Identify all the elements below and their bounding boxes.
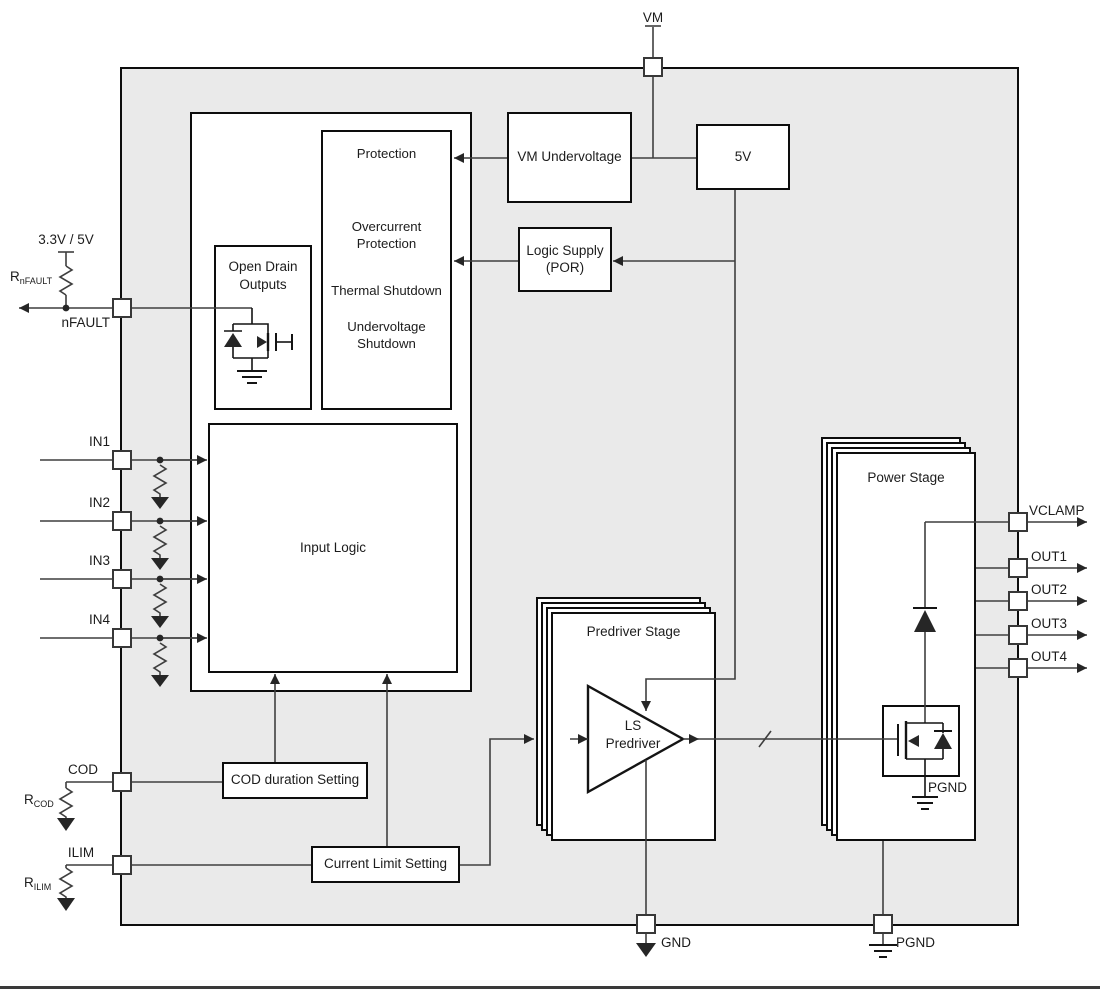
input-logic-block: Input Logic bbox=[208, 423, 458, 673]
in2-pin-label: IN2 bbox=[88, 495, 110, 510]
in4-pin-label: IN4 bbox=[88, 612, 110, 627]
logic-supply-block: Logic Supply (POR) bbox=[518, 227, 612, 292]
open-drain-outputs-block: Open Drain Outputs bbox=[214, 245, 312, 410]
protection-item-undervoltage: Undervoltage Shutdown bbox=[347, 319, 426, 352]
r-cod-resistor bbox=[58, 787, 74, 818]
out1-pin-label: OUT1 bbox=[1031, 549, 1068, 564]
pgnd-pin-label: PGND bbox=[896, 935, 936, 950]
out1-pin bbox=[1008, 558, 1028, 578]
nfault-pin-label: nFAULT bbox=[61, 315, 110, 330]
protection-block: Protection Overcurrent Protection Therma… bbox=[321, 130, 452, 410]
regulator-5v-block: 5V bbox=[696, 124, 790, 190]
vclamp-pin-label: VCLAMP bbox=[1029, 503, 1085, 518]
gnd-pin-label: GND bbox=[661, 935, 691, 950]
power-mosfet-box bbox=[882, 705, 960, 777]
cod-duration-setting-label: COD duration Setting bbox=[230, 772, 360, 788]
out4-pin bbox=[1008, 658, 1028, 678]
protection-title: Protection bbox=[356, 146, 417, 161]
cod-duration-setting-block: COD duration Setting bbox=[222, 762, 368, 799]
r-cod-label: RCOD bbox=[24, 792, 54, 809]
predriver-stage-label: Predriver Stage bbox=[586, 624, 681, 639]
pgnd-pin bbox=[873, 914, 893, 934]
power-stage-pgnd-label: PGND bbox=[928, 780, 968, 795]
r-nfault-resistor bbox=[58, 265, 74, 296]
out2-pin bbox=[1008, 591, 1028, 611]
logic-supply-label-line1: Logic Supply bbox=[526, 242, 604, 258]
r-ilim-label: RILIM bbox=[24, 875, 52, 892]
out3-pin bbox=[1008, 625, 1028, 645]
vm-undervoltage-label: VM Undervoltage bbox=[517, 149, 622, 165]
protection-item-overcurrent: Overcurrent Protection bbox=[351, 219, 422, 252]
r-ilim-ground-arrow bbox=[57, 898, 75, 911]
gnd-pin bbox=[636, 914, 656, 934]
regulator-5v-label: 5V bbox=[734, 148, 752, 164]
out2-pin-label: OUT2 bbox=[1031, 582, 1068, 597]
supply-rail-label: 3.3V / 5V bbox=[38, 232, 94, 247]
ilim-pin bbox=[112, 855, 132, 875]
out4-pin-label: OUT4 bbox=[1031, 649, 1068, 664]
vm-pin-label: VM bbox=[642, 10, 664, 25]
in2-pin bbox=[112, 511, 132, 531]
power-stage-label: Power Stage bbox=[867, 470, 945, 485]
r-nfault-label: RnFAULT bbox=[10, 269, 53, 286]
ilim-pin-label: ILIM bbox=[67, 845, 95, 860]
out3-pin-label: OUT3 bbox=[1031, 616, 1068, 631]
r-cod-ground-arrow bbox=[57, 818, 75, 831]
page-bottom-rule bbox=[0, 986, 1100, 989]
in1-pin-label: IN1 bbox=[88, 434, 110, 449]
in1-pin bbox=[112, 450, 132, 470]
in3-pin bbox=[112, 569, 132, 589]
nfault-junction-dot bbox=[62, 304, 70, 312]
gnd-ground-arrow bbox=[636, 943, 656, 957]
open-drain-outputs-label: Open Drain Outputs bbox=[228, 259, 298, 292]
vm-pin bbox=[643, 57, 663, 77]
current-limit-setting-label: Current Limit Setting bbox=[323, 856, 448, 872]
nfault-pin bbox=[112, 298, 132, 318]
logic-supply-label-line2: (POR) bbox=[545, 259, 585, 275]
in4-pin bbox=[112, 628, 132, 648]
vm-undervoltage-block: VM Undervoltage bbox=[507, 112, 632, 203]
ls-predriver-label: LS Predriver bbox=[605, 718, 661, 751]
in3-pin-label: IN3 bbox=[88, 553, 110, 568]
protection-item-thermal: Thermal Shutdown bbox=[331, 283, 442, 298]
current-limit-setting-block: Current Limit Setting bbox=[311, 846, 460, 883]
r-ilim-resistor bbox=[58, 867, 74, 898]
cod-pin-label: COD bbox=[68, 762, 98, 777]
vclamp-pin bbox=[1008, 512, 1028, 532]
input-logic-label: Input Logic bbox=[299, 539, 367, 555]
cod-pin bbox=[112, 772, 132, 792]
